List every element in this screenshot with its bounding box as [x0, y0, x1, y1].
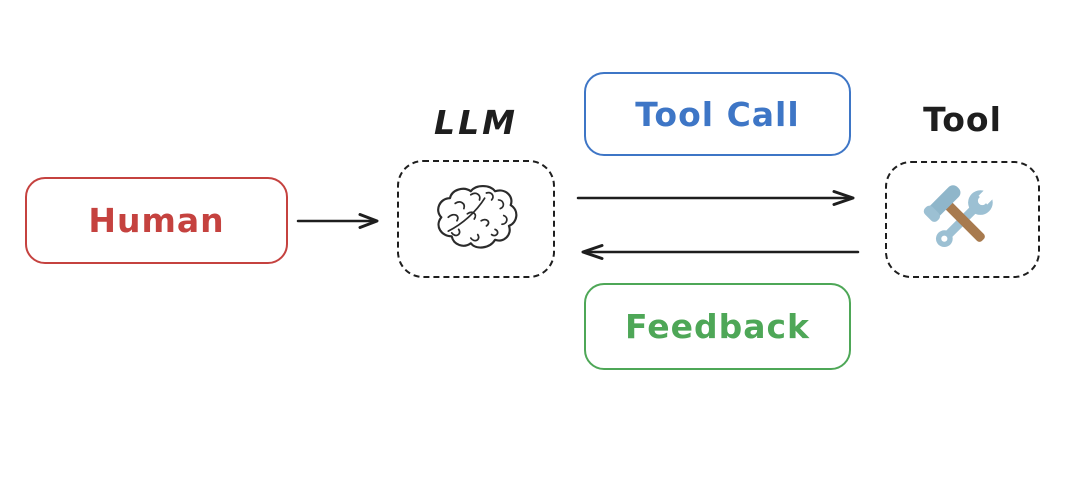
llm-node: [397, 160, 555, 278]
tool-node: [885, 161, 1040, 278]
feedback-badge: Feedback: [584, 283, 851, 370]
human-label: Human: [88, 201, 225, 240]
human-to-llm-arrow: [296, 213, 379, 229]
tool-call-badge: Tool Call: [584, 72, 851, 156]
tool-title: Tool: [923, 100, 1002, 139]
hammer-wrench-icon: [923, 184, 998, 247]
llm-title: LLM: [434, 103, 518, 142]
human-node: Human: [25, 177, 288, 264]
brain-icon: [437, 184, 518, 249]
feedback-label: Feedback: [625, 307, 810, 346]
tool-to-llm-arrow: [581, 244, 860, 260]
tool-call-label: Tool Call: [635, 94, 800, 134]
llm-to-tool-arrow: [576, 190, 855, 206]
